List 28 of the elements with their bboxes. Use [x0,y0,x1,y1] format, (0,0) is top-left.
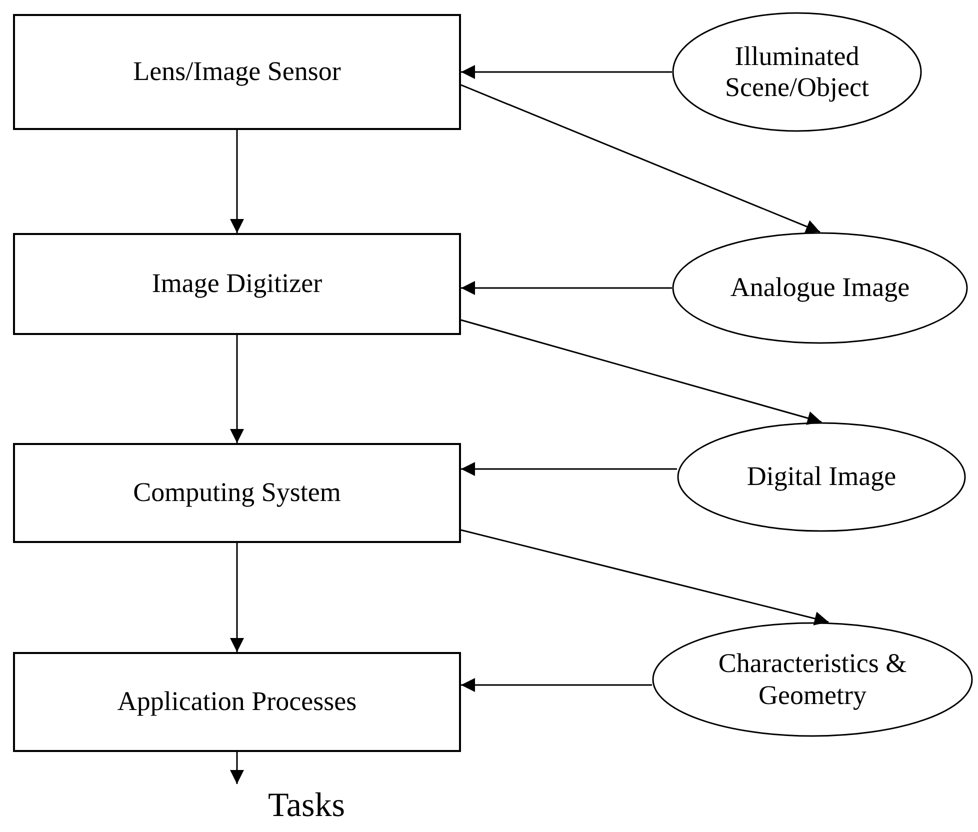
node-label: Illuminated Scene/Object [724,40,870,104]
arrow [460,319,822,425]
data-ellipse [672,232,968,344]
arrow [230,543,244,652]
process-box [13,652,461,752]
node-label: Analogue Image [730,272,910,304]
node-label: Application Processes [117,686,357,718]
node-label: Digital Image [746,461,896,493]
arrow [460,529,829,626]
node-label: Characteristics & Geometry [717,648,908,711]
arrow [230,130,244,233]
process-box [13,443,461,543]
node-label: Computing System [133,477,341,509]
node-label: Lens/Image Sensor [133,56,341,88]
data-ellipse [677,422,966,532]
data-ellipse [672,12,922,132]
arrow [230,752,244,784]
node-label: Image Digitizer [152,268,322,300]
arrow [461,280,672,295]
arrow [461,65,672,79]
process-box [13,233,461,335]
process-box [13,14,461,130]
arrow [230,335,244,443]
data-ellipse [652,622,973,737]
arrow [461,462,677,476]
arrow [461,678,652,692]
node-label: Tasks [268,786,345,826]
arrow [460,84,820,234]
